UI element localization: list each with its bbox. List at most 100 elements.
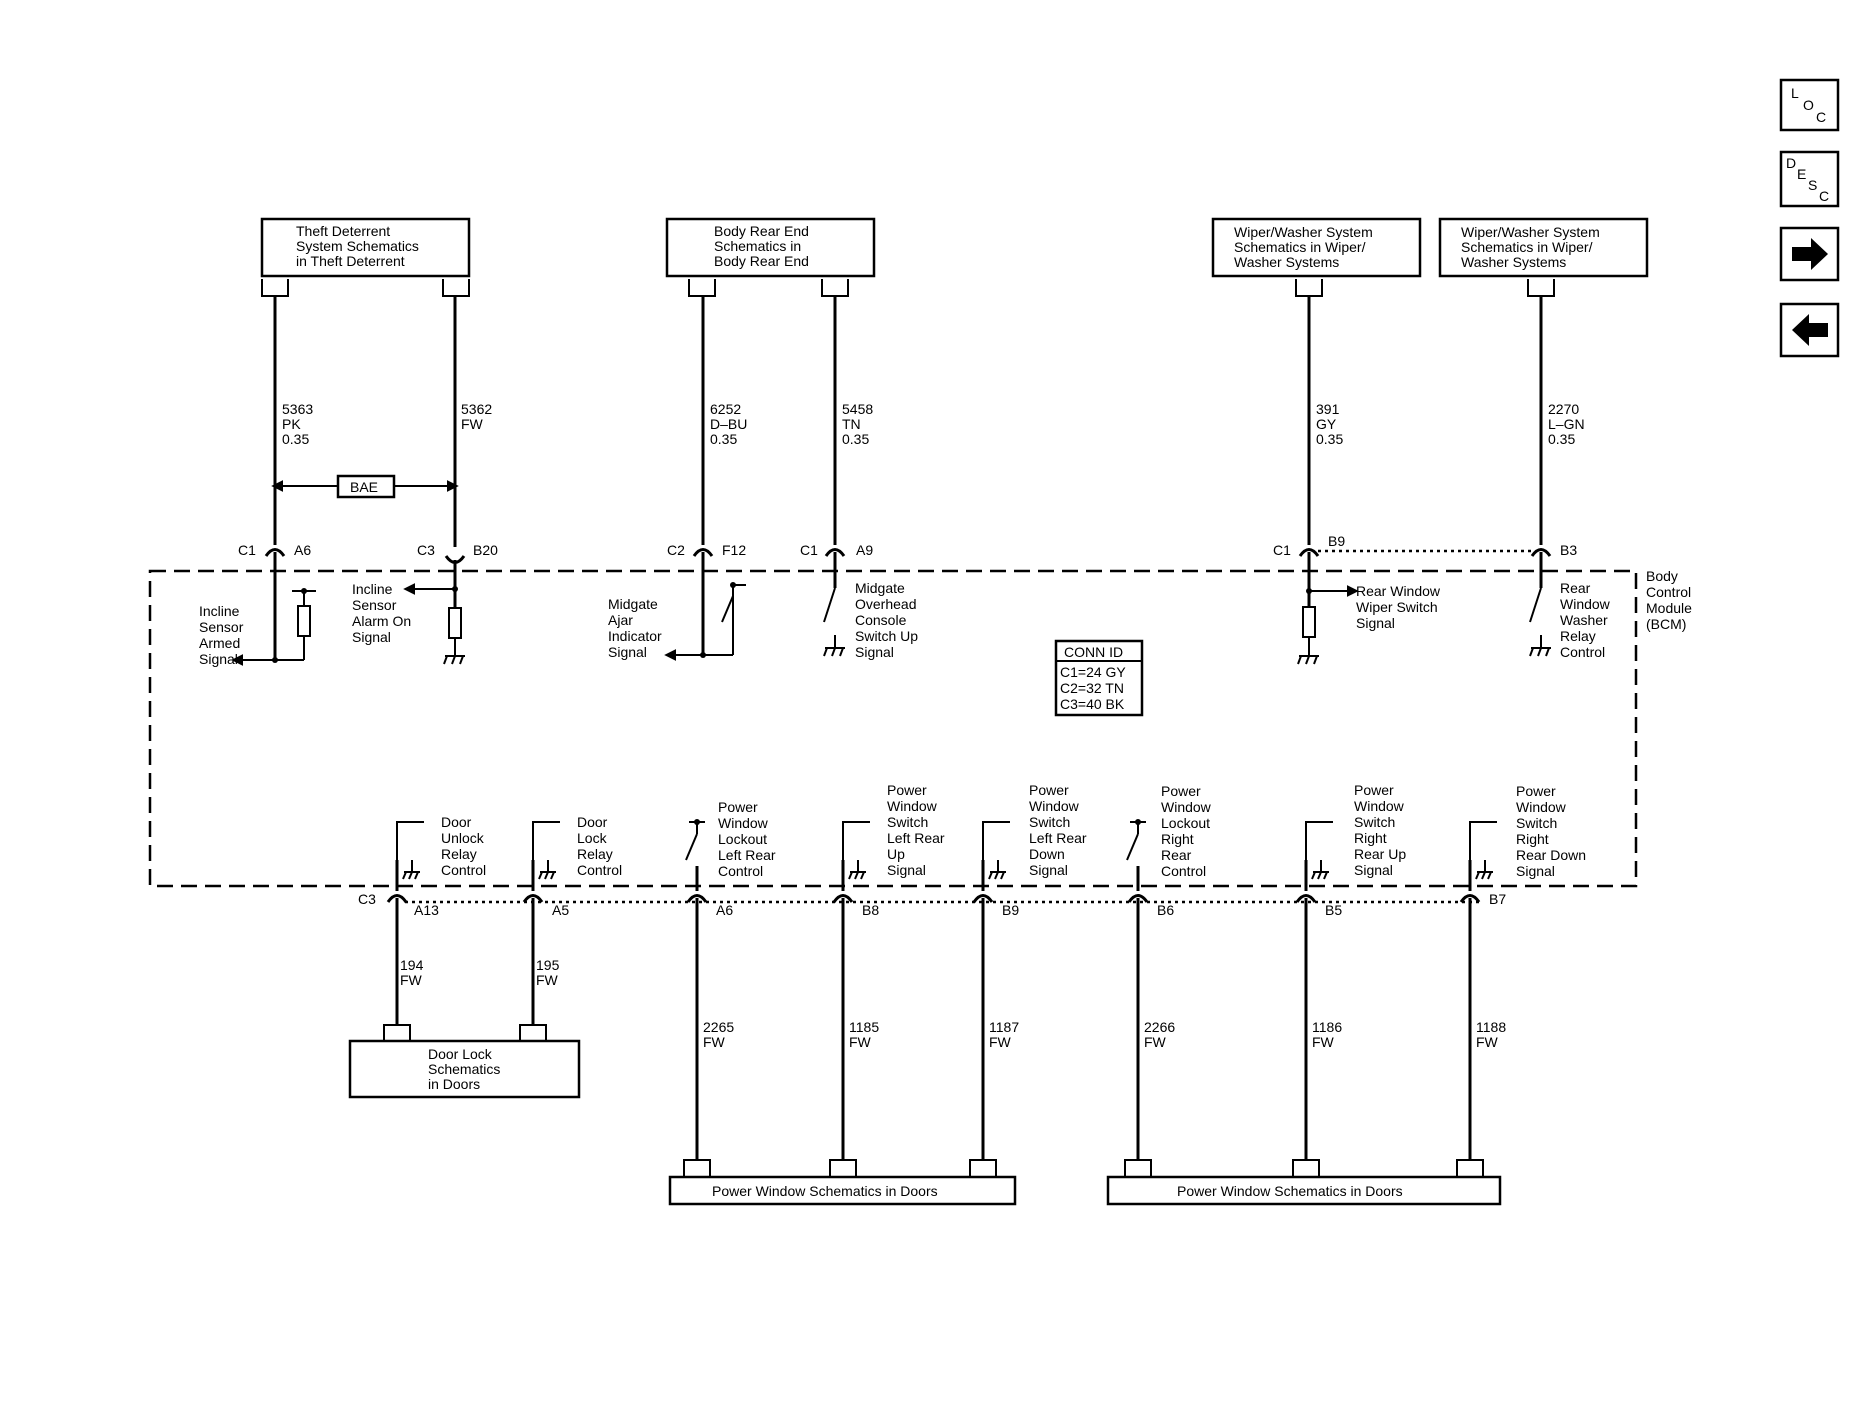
svg-text:Door Lock: Door Lock bbox=[428, 1046, 493, 1062]
svg-text:Control: Control bbox=[1161, 863, 1206, 879]
bcm-label: Body Control Module (BCM) bbox=[1646, 568, 1692, 632]
svg-text:0.35: 0.35 bbox=[1548, 431, 1575, 447]
svg-text:Rear: Rear bbox=[1560, 580, 1591, 596]
svg-text:1185: 1185 bbox=[849, 1019, 879, 1035]
svg-text:Washer Systems: Washer Systems bbox=[1461, 254, 1566, 270]
svg-text:FW: FW bbox=[989, 1034, 1012, 1050]
svg-text:Washer Systems: Washer Systems bbox=[1234, 254, 1339, 270]
svg-text:Signal: Signal bbox=[1029, 862, 1068, 878]
svg-text:Armed: Armed bbox=[199, 635, 240, 651]
svg-text:Switch: Switch bbox=[1029, 814, 1070, 830]
svg-text:GY: GY bbox=[1316, 416, 1337, 432]
svg-text:C3: C3 bbox=[358, 891, 376, 907]
svg-text:Window: Window bbox=[1161, 799, 1212, 815]
svg-text:B8: B8 bbox=[862, 902, 879, 918]
wire-1187: Power Window Switch Left Rear Down Signa… bbox=[972, 782, 1087, 1160]
svg-text:5363: 5363 bbox=[282, 401, 313, 417]
svg-text:Power: Power bbox=[1354, 782, 1394, 798]
previous-page-button[interactable] bbox=[1779, 302, 1840, 358]
wiper-washer-box-2: Wiper/Washer System Schematics in Wiper/… bbox=[1438, 217, 1649, 297]
svg-text:Schematics in Wiper/: Schematics in Wiper/ bbox=[1461, 239, 1593, 255]
svg-text:Door: Door bbox=[441, 814, 472, 830]
power-window-box-1: Power Window Schematics in Doors bbox=[668, 1159, 1017, 1206]
rear-washer-circuit: Rear Window Washer Relay Control bbox=[1529, 580, 1611, 660]
midgate-console-circuit: Midgate Overhead Console Switch Up Signa… bbox=[823, 580, 918, 660]
svg-text:B7: B7 bbox=[1489, 891, 1506, 907]
svg-text:Switch: Switch bbox=[1516, 815, 1557, 831]
svg-text:Door: Door bbox=[577, 814, 608, 830]
power-window-box-2: Power Window Schematics in Doors bbox=[1106, 1159, 1502, 1206]
svg-text:Midgate: Midgate bbox=[855, 580, 905, 596]
svg-text:Right: Right bbox=[1354, 830, 1387, 846]
svg-text:Incline: Incline bbox=[352, 581, 393, 597]
svg-text:B9: B9 bbox=[1002, 902, 1019, 918]
svg-text:Left Rear: Left Rear bbox=[718, 847, 776, 863]
svg-text:Sensor: Sensor bbox=[199, 619, 244, 635]
svg-text:Control: Control bbox=[1646, 584, 1691, 600]
svg-text:B5: B5 bbox=[1325, 902, 1342, 918]
svg-text:Ajar: Ajar bbox=[608, 612, 633, 628]
svg-text:Schematics: Schematics bbox=[428, 1061, 500, 1077]
next-page-button[interactable] bbox=[1779, 226, 1840, 282]
svg-text:5362: 5362 bbox=[461, 401, 492, 417]
svg-text:FW: FW bbox=[461, 416, 484, 432]
svg-text:2265: 2265 bbox=[703, 1019, 734, 1035]
svg-text:CONN ID: CONN ID bbox=[1064, 644, 1123, 660]
svg-text:FW: FW bbox=[536, 972, 559, 988]
svg-text:Power: Power bbox=[887, 782, 927, 798]
wire-6252: 6252 D–BU 0.35 C2 F12 bbox=[667, 296, 747, 655]
svg-text:Power Window Schematics in Doo: Power Window Schematics in Doors bbox=[1177, 1183, 1403, 1199]
svg-text:A13: A13 bbox=[414, 902, 439, 918]
svg-text:C3=40 BK: C3=40 BK bbox=[1060, 696, 1125, 712]
svg-text:Signal: Signal bbox=[887, 862, 926, 878]
svg-text:FW: FW bbox=[400, 972, 423, 988]
svg-text:Wiper Switch: Wiper Switch bbox=[1356, 599, 1438, 615]
desc-letter-3: S bbox=[1808, 177, 1817, 193]
svg-text:B20: B20 bbox=[473, 542, 498, 558]
midgate-ajar-circuit: Midgate Ajar Indicator Signal bbox=[608, 582, 746, 661]
svg-text:Indicator: Indicator bbox=[608, 628, 662, 644]
wire-5362: 5362 FW C3 B20 bbox=[417, 296, 498, 608]
svg-text:Unlock: Unlock bbox=[441, 830, 485, 846]
svg-text:195: 195 bbox=[536, 957, 560, 973]
svg-text:C1=24 GY: C1=24 GY bbox=[1060, 664, 1126, 680]
svg-text:2266: 2266 bbox=[1144, 1019, 1175, 1035]
svg-text:Signal: Signal bbox=[199, 651, 238, 667]
svg-text:TN: TN bbox=[842, 416, 861, 432]
svg-text:Power Window Schematics in Doo: Power Window Schematics in Doors bbox=[712, 1183, 938, 1199]
svg-text:BAE: BAE bbox=[350, 479, 378, 495]
svg-text:0.35: 0.35 bbox=[710, 431, 737, 447]
svg-text:Window: Window bbox=[718, 815, 769, 831]
svg-text:FW: FW bbox=[1144, 1034, 1167, 1050]
svg-text:Control: Control bbox=[441, 862, 486, 878]
desc-button[interactable]: D E S C bbox=[1779, 150, 1840, 208]
svg-text:Overhead: Overhead bbox=[855, 596, 916, 612]
wiper-washer-box-1: Wiper/Washer System Schematics in Wiper/… bbox=[1211, 217, 1422, 297]
svg-text:2270: 2270 bbox=[1548, 401, 1579, 417]
svg-text:Window: Window bbox=[1354, 798, 1405, 814]
svg-text:Switch: Switch bbox=[1354, 814, 1395, 830]
door-lock-box: Door Lock Schematics in Doors bbox=[348, 1024, 581, 1099]
svg-text:Midgate: Midgate bbox=[608, 596, 658, 612]
svg-text:5458: 5458 bbox=[842, 401, 873, 417]
loc-button[interactable]: L O C bbox=[1779, 78, 1840, 132]
svg-text:Schematics in: Schematics in bbox=[714, 238, 801, 254]
svg-text:FW: FW bbox=[849, 1034, 872, 1050]
svg-text:Washer: Washer bbox=[1560, 612, 1608, 628]
svg-text:C2: C2 bbox=[667, 542, 685, 558]
wire-194: Door Unlock Relay Control C3 A13 194 FW bbox=[358, 814, 486, 1025]
svg-text:A9: A9 bbox=[856, 542, 873, 558]
svg-text:Sensor: Sensor bbox=[352, 597, 397, 613]
svg-text:1187: 1187 bbox=[989, 1019, 1019, 1035]
svg-text:0.35: 0.35 bbox=[282, 431, 309, 447]
svg-text:C1: C1 bbox=[1273, 542, 1291, 558]
wire-195: Door Lock Relay Control A5 195 FW bbox=[522, 814, 622, 1025]
svg-text:B9: B9 bbox=[1328, 533, 1345, 549]
svg-text:System Schematics: System Schematics bbox=[296, 238, 419, 254]
svg-text:Right: Right bbox=[1516, 831, 1549, 847]
svg-text:C1: C1 bbox=[238, 542, 256, 558]
svg-text:0.35: 0.35 bbox=[1316, 431, 1343, 447]
arrow-right-icon bbox=[1792, 238, 1828, 270]
svg-text:Signal: Signal bbox=[608, 644, 647, 660]
svg-text:Body: Body bbox=[1646, 568, 1678, 584]
